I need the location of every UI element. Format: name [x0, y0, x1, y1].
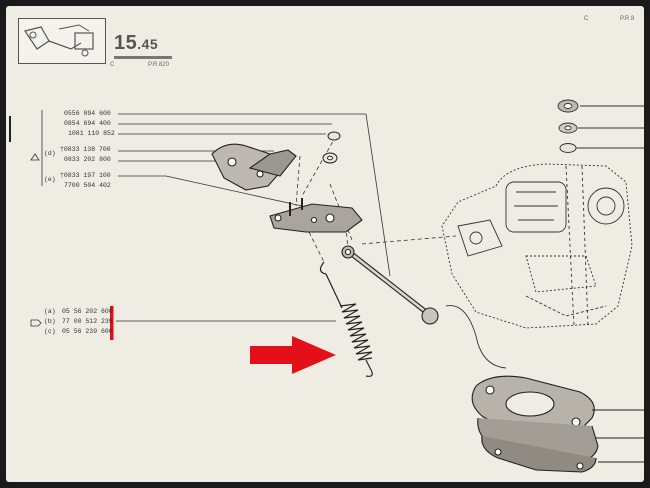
catalog-page: 15.45 C P.R 820 C P.R 8 — [6, 6, 644, 482]
arrow-right-icon — [250, 336, 336, 374]
return-spring — [319, 261, 373, 377]
sub-label-right: P.R 820 — [148, 62, 169, 68]
part-code: 0854 694 400 — [64, 120, 111, 127]
page-number: 15.45 — [114, 32, 158, 55]
variant-label-b: (b) — [44, 318, 56, 325]
part-code: 05 56 202 600 — [62, 308, 113, 315]
part-code: †0833 138 700 — [60, 146, 111, 153]
exploded-view-drawing — [9, 99, 644, 473]
variant-lamp-icon — [30, 153, 40, 161]
part-code: 05 56 239 600 — [62, 328, 113, 335]
page-number-rule — [114, 56, 172, 59]
part-code: 77 00 512 239 — [62, 318, 113, 325]
variant-label-d: (d) — [44, 150, 56, 157]
variant-lamp-icon — [30, 319, 42, 327]
part-code: 0556 094 600 — [64, 110, 111, 117]
part-code: 0833 202 800 — [64, 156, 111, 163]
corner-label-left: C — [584, 16, 589, 22]
variant-label-e: (e) — [44, 176, 56, 183]
corner-label-right: P.R 8 — [620, 16, 635, 22]
sub-label-left: C — [110, 62, 115, 68]
highlight-bar — [110, 306, 114, 340]
page-number-major: 15 — [114, 32, 138, 54]
part-code: †0833 197 100 — [60, 172, 111, 179]
page-number-minor: .45 — [137, 36, 159, 52]
variant-label-c: (c) — [44, 328, 56, 335]
variant-label-a: (a) — [44, 308, 56, 315]
part-code: 7700 504 402 — [64, 182, 111, 189]
section-thumbnail-icon — [18, 18, 106, 64]
part-code: 1081 110 852 — [68, 130, 115, 137]
